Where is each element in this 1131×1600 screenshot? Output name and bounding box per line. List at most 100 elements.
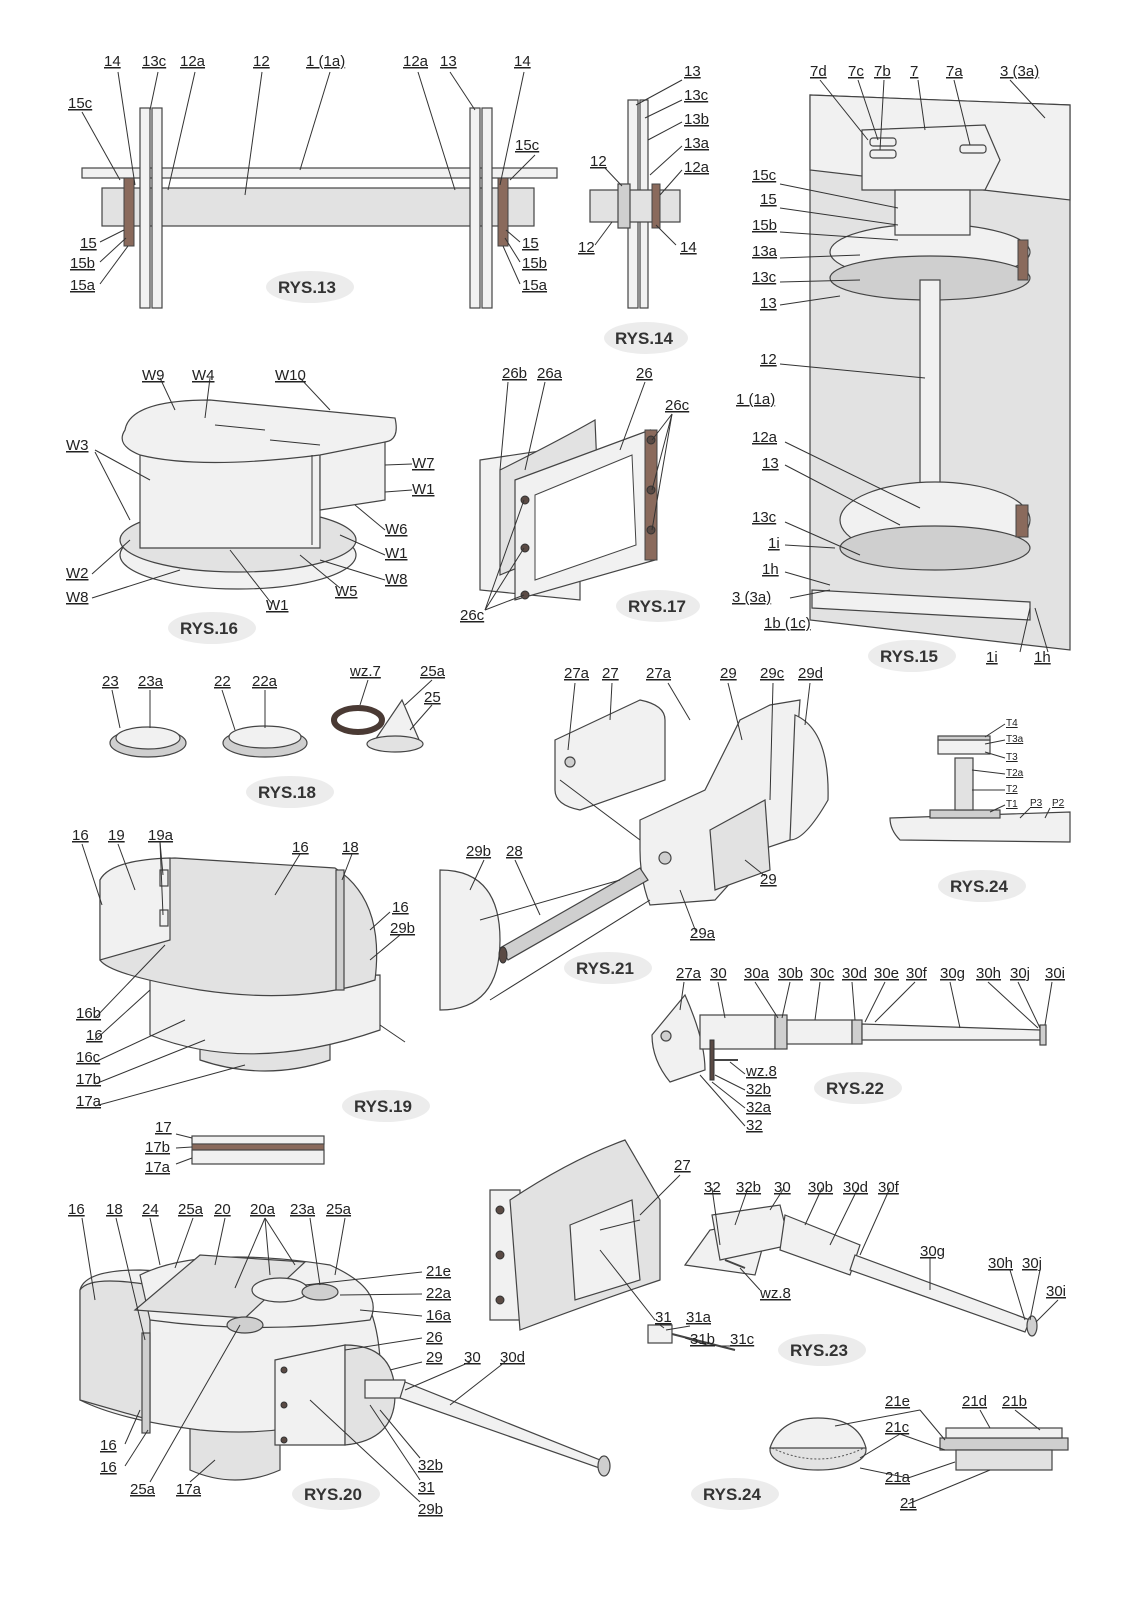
rys18-title: RYS.18 <box>258 783 316 802</box>
rys13-label: 1 (1a) <box>306 53 345 70</box>
axle-tube-12 <box>101 187 535 227</box>
rys24a-label: T4 <box>1006 718 1018 729</box>
rys21-label: 29c <box>760 665 785 682</box>
tab-brown <box>1015 504 1029 538</box>
figure-17-strip: 17 17b 17a <box>145 1119 325 1176</box>
rys13-label: 15c <box>68 95 93 112</box>
rys20-label: 32b <box>418 1457 443 1474</box>
figure-rys24-cupola: 21e 21d 21b 21c 21a 21 RYS.24 <box>691 1393 1069 1512</box>
figure-rys14: 13 13c 13b 13a 12a 12 12 14 RYS.14 <box>578 63 710 354</box>
disc-13-left <box>151 107 163 309</box>
rys15-label: 7a <box>946 63 963 80</box>
rys14-label: 12a <box>684 159 710 176</box>
disc-29d <box>789 714 829 841</box>
rys20-label: 25a <box>130 1481 156 1498</box>
disc-13-right <box>469 107 481 309</box>
rys21-label: 27a <box>564 665 590 682</box>
rys20-label: 16 <box>100 1459 117 1476</box>
rys24a-label: T3a <box>1006 734 1024 745</box>
ring-wz7 <box>331 705 385 735</box>
post-t2 <box>954 757 974 811</box>
strip-t4 <box>937 735 991 741</box>
rys15-label: 1h <box>762 561 779 578</box>
rys18-label: 22a <box>252 673 278 690</box>
cupola-dome-21e <box>769 1417 867 1449</box>
figure-rys20: 16 18 24 25a 20 20a 23a 25a 21e 22a 16a … <box>68 1201 611 1518</box>
rys22-label: 32a <box>746 1099 772 1116</box>
ring-30e <box>851 1019 863 1045</box>
figure-rys18: 23 23a 22 22a wz.7 25a 25 RYS.18 <box>102 663 446 808</box>
rys23-label: 30d <box>843 1179 868 1196</box>
rys22-label: 32 <box>746 1117 763 1134</box>
rys23-label: 27 <box>674 1157 691 1174</box>
rys19-label: 16 <box>72 827 89 844</box>
mantlet-26 <box>274 1344 346 1446</box>
rys14-label: 12 <box>578 239 595 256</box>
block-15 <box>894 189 971 236</box>
rys20-label: 24 <box>142 1201 159 1218</box>
figure-rys15: 7d 7c 7b 7 7a 3 (3a) 15c 15 15b 13a 13c … <box>732 63 1071 672</box>
rys21-label: 27a <box>646 665 672 682</box>
plate-20 <box>133 1254 307 1319</box>
rys22-label: 32b <box>746 1081 771 1098</box>
hatch-22a <box>226 1316 264 1334</box>
rys24b-title: RYS.24 <box>703 1485 762 1504</box>
rys19-label: 16b <box>76 1005 101 1022</box>
base-t1 <box>929 809 1001 819</box>
rys23-label: 30 <box>774 1179 791 1196</box>
rys20-label: 30d <box>500 1349 525 1366</box>
rys15-label: 13a <box>752 243 778 260</box>
panel-19 <box>99 857 171 961</box>
axle-12 <box>589 189 681 223</box>
strip-17b <box>191 1143 325 1151</box>
muzzle <box>597 1455 611 1477</box>
rys16-label: W10 <box>275 367 306 384</box>
barrel-30g <box>849 1254 1031 1333</box>
rys20-label: 25a <box>326 1201 352 1218</box>
rys20-label: 20 <box>214 1201 231 1218</box>
figure-rys21: 27a 27 27a 29 29c 29d 29b 28 29 29a RYS.… <box>439 665 829 1011</box>
rys13-label: 12a <box>180 53 206 70</box>
rys24b-label: 21b <box>1002 1393 1027 1410</box>
rys14-label: 13 <box>684 63 701 80</box>
rys16-label: W3 <box>66 437 89 454</box>
rys13-label: 15a <box>70 277 96 294</box>
rys15-label: 12a <box>752 429 778 446</box>
rys20-label: 17a <box>176 1481 202 1498</box>
rys20-label: 16 <box>100 1437 117 1454</box>
rys14-label: 13a <box>684 135 710 152</box>
figure-rys22: 27a 30 30a 30b 30c 30d 30e 30f 30g 30h 3… <box>651 965 1065 1134</box>
sleeve-30d <box>779 1214 861 1276</box>
rys23-label: 30i <box>1046 1283 1066 1300</box>
rys23-label: 32 <box>704 1179 721 1196</box>
roof-w9-w10 <box>121 399 397 464</box>
hinge-7b <box>869 149 897 159</box>
bracket-15-right <box>497 177 509 247</box>
panel-16 <box>79 1280 151 1421</box>
rys20-label: 29 <box>426 1349 443 1366</box>
rys15-label: 13 <box>760 295 777 312</box>
rys23-label: 32b <box>736 1179 761 1196</box>
rys24a-label: T3 <box>1006 752 1018 763</box>
rys15-label: 15c <box>752 167 777 184</box>
disc-13c-bottom <box>839 525 1031 571</box>
rys22-label: 30j <box>1010 965 1030 982</box>
rys21-label: 27 <box>602 665 619 682</box>
barrel-30g <box>861 1023 1041 1041</box>
rys23-label: 30g <box>920 1243 945 1260</box>
rys19-title: RYS.19 <box>354 1097 412 1116</box>
disc-13c-left <box>139 107 151 309</box>
rys22-label: 30h <box>976 965 1001 982</box>
rys17-label: 26a <box>537 365 563 382</box>
strip17-label: 17 <box>155 1119 172 1136</box>
rys14-label: 13c <box>684 87 709 104</box>
rys23-label: 31c <box>730 1331 755 1348</box>
mount-32a <box>709 1039 715 1081</box>
disc-13c-right <box>481 107 493 309</box>
rys22-label: 30c <box>810 965 835 982</box>
rys13-title: RYS.13 <box>278 278 336 297</box>
rys16-label: W7 <box>412 455 435 472</box>
rys23-title: RYS.23 <box>790 1341 848 1360</box>
ring-14 <box>651 183 661 229</box>
rys24a-label: T2 <box>1006 784 1018 795</box>
